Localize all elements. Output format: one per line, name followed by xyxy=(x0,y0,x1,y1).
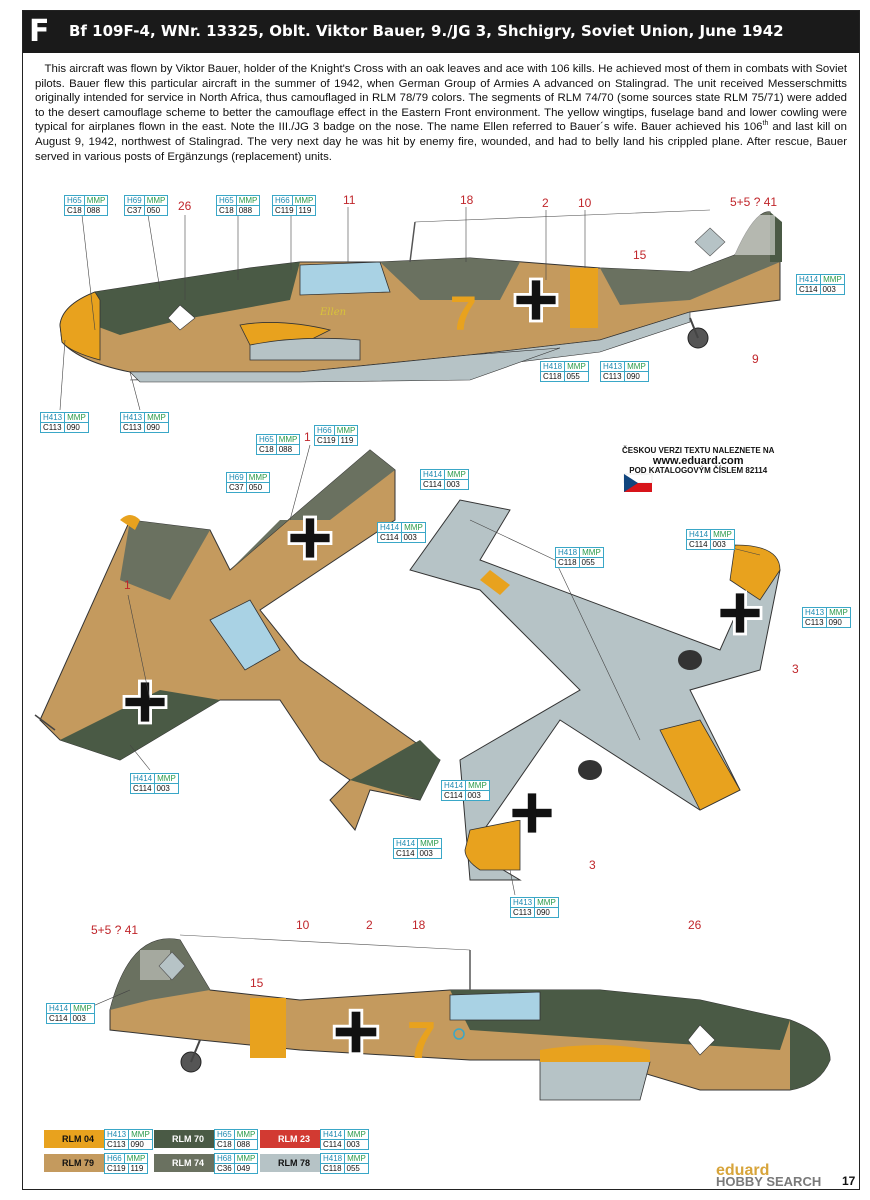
callout-15-bottom: 15 xyxy=(250,976,264,990)
legend-swatch-rlm79: RLM 79 xyxy=(44,1154,112,1172)
callout-2-top: 2 xyxy=(542,196,549,210)
callout-11: 11 xyxy=(343,193,356,207)
history-text-part1: This aircraft was flown by Viktor Bauer,… xyxy=(35,63,847,134)
eduard-url-link[interactable]: www.eduard.com xyxy=(652,455,744,467)
callout-1-right: 1 xyxy=(304,430,311,444)
profile-header: F Bf 109F-4, WNr. 13325, Oblt. Viktor Ba… xyxy=(23,11,859,53)
callout-18-top: 18 xyxy=(460,193,474,207)
legend-swatch-rlm23: RLM 23 xyxy=(260,1130,328,1148)
callout-3-lower: 3 xyxy=(589,858,596,872)
callout-1-left: 1 xyxy=(124,578,131,592)
history-text-part2: and last kill on August 9, 1942, northwe… xyxy=(35,121,847,163)
callout-541-top: 5+5 ? 41 xyxy=(730,195,778,209)
legend-swatch-rlm70: RLM 70 xyxy=(154,1130,222,1148)
page-frame xyxy=(22,10,860,1190)
legend-swatch-rlm78: RLM 78 xyxy=(260,1154,328,1172)
callout-18-bottom: 18 xyxy=(412,918,426,932)
history-text-sup: th xyxy=(762,120,769,128)
legend-swatch-rlm74: RLM 74 xyxy=(154,1154,222,1172)
planform-top xyxy=(34,449,441,831)
callout-26-top: 26 xyxy=(178,199,192,213)
eduard-logo: eduard xyxy=(716,1162,770,1179)
callout-9: 9 xyxy=(752,352,759,366)
code-letter-bottom: 7 xyxy=(407,1012,436,1070)
profile-letter: F xyxy=(29,14,50,49)
leader-lines xyxy=(59,207,761,1016)
planform-bottom xyxy=(409,499,781,881)
czech-note: ČESKOU VERZI TEXTU NALEZNETE NA www.edua… xyxy=(622,446,774,476)
callout-541-bottom: 5+5 ? 41 xyxy=(91,923,139,937)
czech-flag xyxy=(623,473,653,492)
hobby-search-watermark: HOBBY SEARCH xyxy=(716,1174,822,1189)
side-profile-right: 7 xyxy=(109,934,831,1101)
history-text: This aircraft was flown by Viktor Bauer,… xyxy=(35,62,847,164)
callout-10-top: 10 xyxy=(578,196,592,210)
czech-note-line1: ČESKOU VERZI TEXTU NALEZNETE NA xyxy=(622,446,775,455)
side-profile-left: 7 Ellen xyxy=(59,209,782,383)
czech-note-line2: POD KATALOGOVÝM ČÍSLEM 82114 xyxy=(629,466,768,475)
callout-2-bottom: 2 xyxy=(366,918,373,932)
profile-title: Bf 109F-4, WNr. 13325, Oblt. Viktor Baue… xyxy=(69,22,784,40)
nose-name-top: Ellen xyxy=(319,307,346,318)
callout-10-bottom: 10 xyxy=(296,918,310,932)
page-number: 17 xyxy=(842,1174,856,1188)
code-letter-top: 7 xyxy=(450,288,477,341)
callout-26-bottom: 26 xyxy=(688,918,702,932)
callout-15-top: 15 xyxy=(633,248,647,262)
callout-3-wing: 3 xyxy=(792,662,799,676)
legend-swatch-rlm04: RLM 04 xyxy=(44,1130,112,1148)
